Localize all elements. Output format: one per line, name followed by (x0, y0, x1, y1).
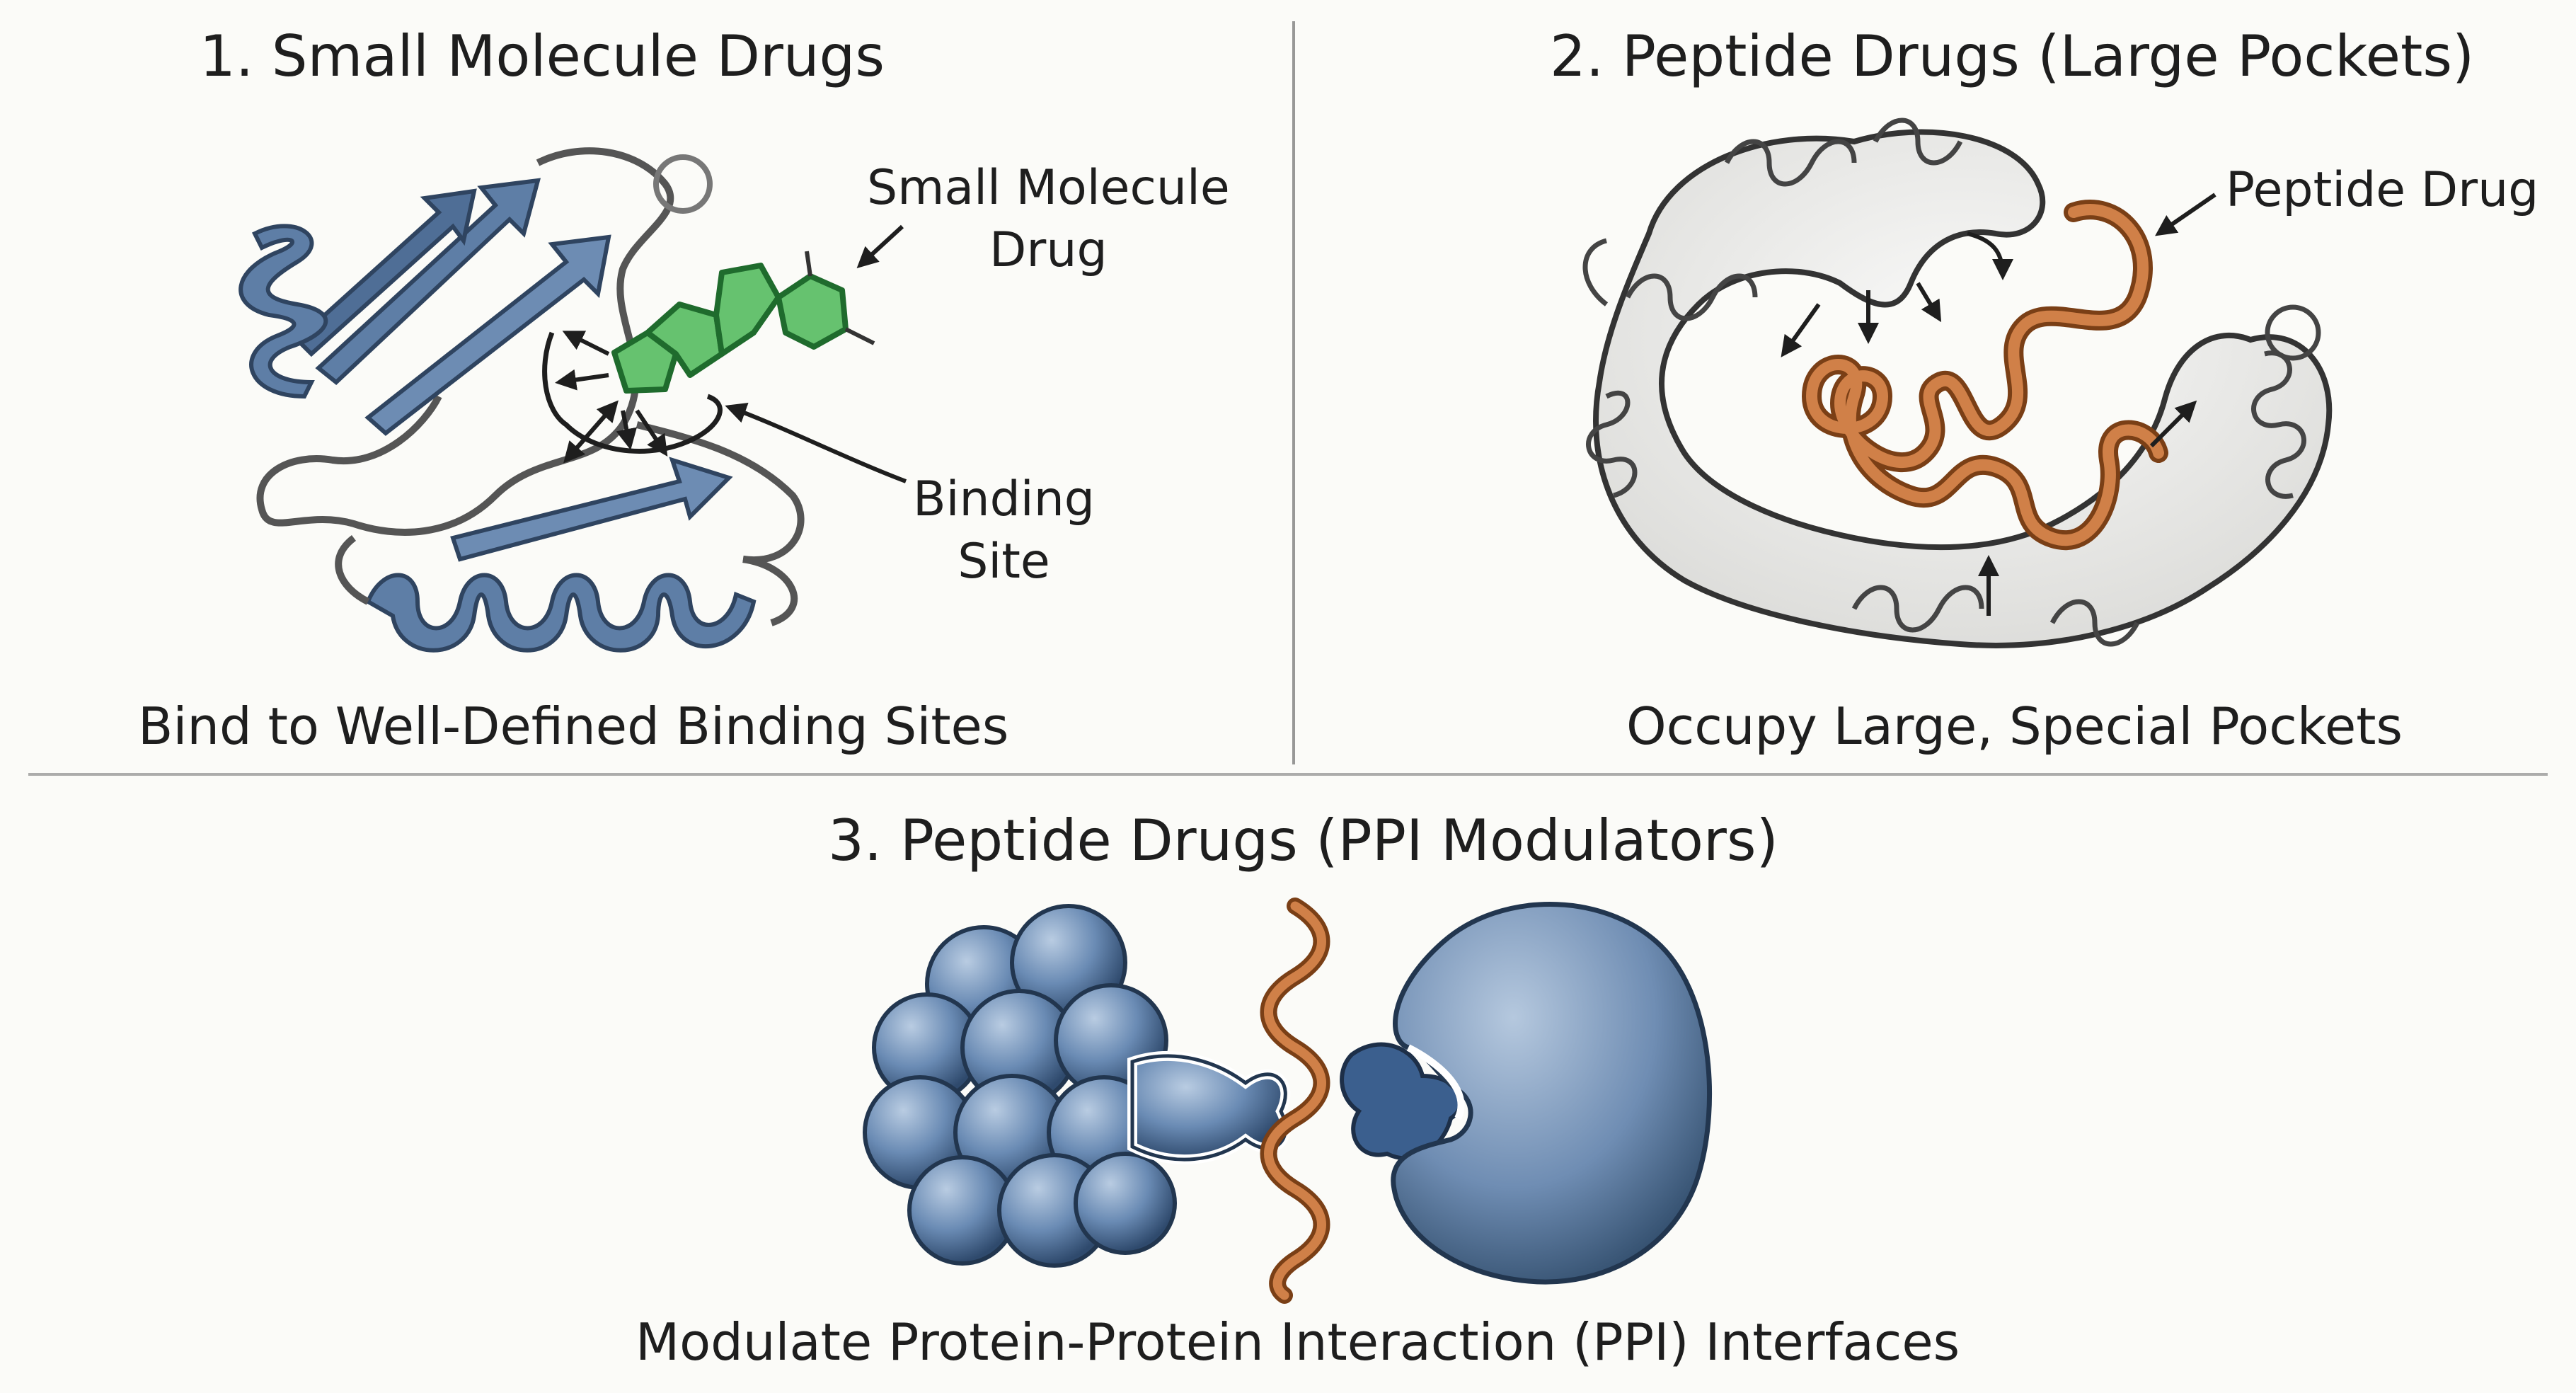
interaction-arrows-2 (1781, 231, 2197, 616)
binding-site-label: Binding Site (913, 471, 1095, 590)
interaction-arrows-1 (555, 331, 668, 464)
peptide-drug-label: Peptide Drug (2226, 162, 2539, 218)
panel-3-caption: Modulate Protein-Protein Interaction (PP… (636, 1312, 1960, 1372)
panel-1-caption: Bind to Well-Defined Binding Sites (138, 696, 1009, 756)
panel-1-title: 1. Small Molecule Drugs (200, 23, 885, 89)
vertical-divider (1292, 21, 1295, 764)
horizontal-divider (28, 773, 2548, 776)
protein-ribbon-1 (238, 147, 805, 653)
panel-2-caption: Occupy Large, Special Pockets (1626, 696, 2403, 756)
binding-pocket (542, 331, 723, 454)
protein-cluster-left (863, 904, 1177, 1268)
protein-surface-2 (1582, 117, 2333, 648)
panel-2-title: 2. Peptide Drugs (Large Pockets) (1550, 23, 2475, 89)
small-molecule-drug (611, 263, 849, 394)
panel-3-title: 3. Peptide Drugs (PPI Modulators) (828, 808, 1778, 873)
small-molecule-drug-label: Small Molecule Drug (867, 160, 1230, 279)
